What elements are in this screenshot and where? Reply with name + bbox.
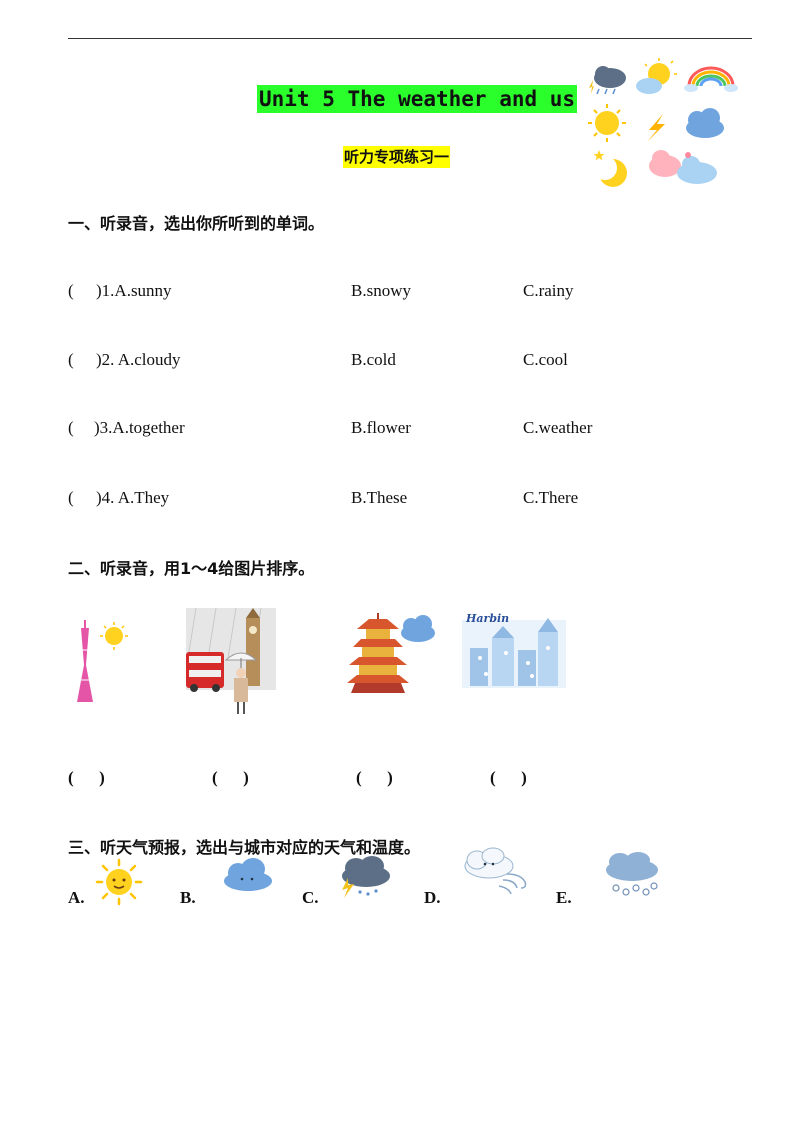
q2-option-a: )2. A.cloudy — [96, 350, 181, 369]
canton-tower-sunny-picture — [77, 620, 128, 702]
q4-bracket[interactable]: ( — [68, 488, 74, 507]
q3-bracket[interactable]: ( — [68, 418, 74, 437]
order-blank-4[interactable]: ( ) — [490, 768, 527, 787]
lightning-icon — [647, 114, 665, 142]
harbin-snowy-picture: Harbin — [462, 612, 566, 688]
weather-decoration — [588, 58, 738, 187]
harbin-label: Harbin — [465, 612, 509, 625]
cloud-icon — [686, 108, 724, 138]
snow-cloud-icon — [606, 852, 658, 896]
q3-option-b: B.flower — [351, 418, 411, 437]
order-blank-3[interactable]: ( ) — [356, 768, 393, 787]
sun-icon — [105, 627, 123, 645]
section1-heading: 一、听录音，选出你所听到的单词。 — [68, 214, 325, 233]
yellow-crane-tower-cloudy-picture — [347, 613, 435, 693]
storm-icon — [342, 856, 390, 898]
q1-bracket[interactable]: ( — [68, 281, 74, 300]
option-a-label: A. — [68, 888, 85, 907]
q3-option-c: C.weather — [523, 418, 593, 437]
storm-cloud-icon — [589, 66, 626, 95]
pink-blue-cloud-icon — [649, 150, 717, 184]
section3-heading: 三、听天气预报，选出与城市对应的天气和温度。 — [68, 838, 421, 857]
option-b-label: B. — [180, 888, 196, 907]
wind-icon — [464, 847, 527, 895]
page-title: Unit 5 The weather and us — [257, 85, 578, 113]
q1-option-a: )1.A.sunny — [96, 281, 172, 300]
order-blank-2[interactable]: ( ) — [212, 768, 249, 787]
section2-heading: 二、听录音，用1～4给图片排序。 — [68, 559, 315, 578]
london-rainy-picture — [186, 607, 276, 714]
option-d-label: D. — [424, 888, 441, 907]
order-blank-1[interactable]: ( ) — [68, 768, 105, 787]
q2-bracket[interactable]: ( — [68, 350, 74, 369]
top-rule — [68, 38, 752, 39]
q4-option-a: )4. A.They — [96, 488, 170, 507]
q2-option-c: C.cool — [523, 350, 568, 369]
cloud-icon — [401, 615, 435, 642]
q2-option-b: B.cold — [351, 350, 396, 369]
moon-icon — [593, 150, 627, 187]
q4-option-b: B.These — [351, 488, 408, 507]
sun-icon — [95, 858, 143, 906]
sun-cloud-icon — [636, 58, 677, 94]
option-c-label: C. — [302, 888, 319, 907]
q1-option-b: B.snowy — [351, 281, 411, 300]
option-e-label: E. — [556, 888, 572, 907]
rainbow-icon — [684, 66, 738, 92]
cloud-icon — [224, 858, 272, 891]
page-subtitle: 听力专项练习一 — [343, 146, 451, 168]
q4-option-c: C.There — [523, 488, 579, 507]
sun-icon — [588, 104, 626, 142]
q1-option-c: C.rainy — [523, 281, 574, 300]
q3-option-a: )3.A.together — [94, 418, 185, 437]
